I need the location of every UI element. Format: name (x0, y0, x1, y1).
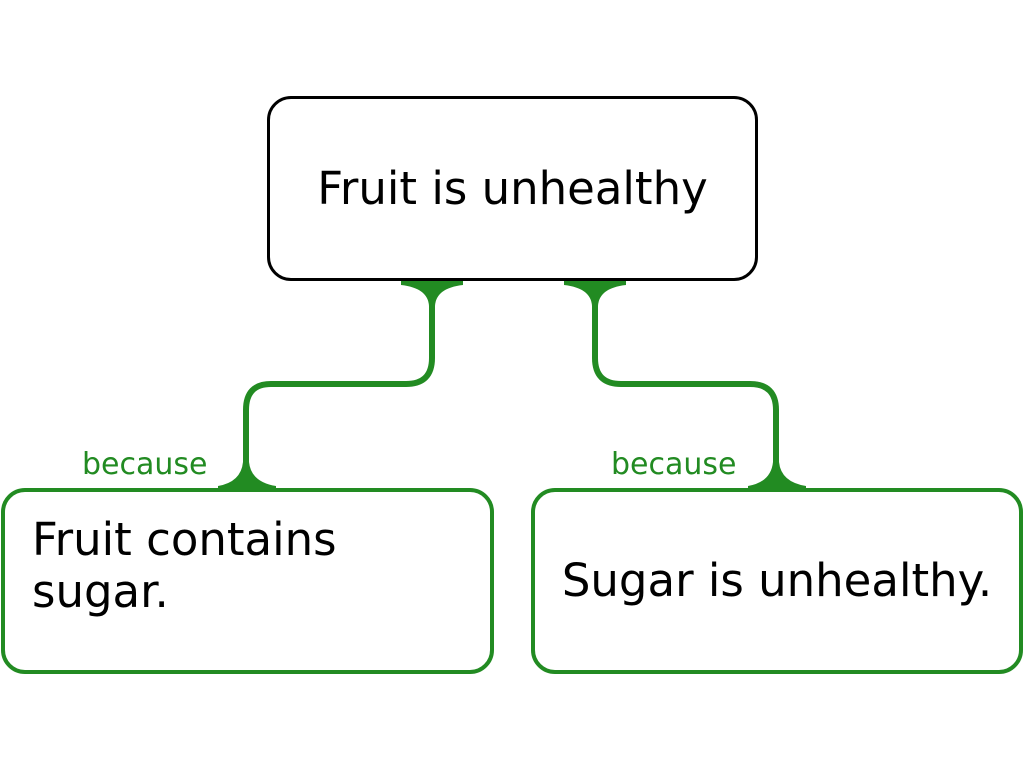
because-label-right: because (611, 447, 737, 482)
connector-flare-right-bottom (748, 462, 806, 491)
premise-box-left[interactable]: Fruit contains sugar. (1, 488, 494, 674)
premise-box-right[interactable]: Sugar is unhealthy. (531, 488, 1023, 674)
premise-text-right: Sugar is unhealthy. (561, 554, 993, 607)
claim-box[interactable]: Fruit is unhealthy (267, 96, 758, 281)
connector-line-right (592, 282, 779, 488)
claim-text: Fruit is unhealthy (317, 161, 708, 215)
connector-flare-right-top (564, 280, 626, 306)
connector-line-left (243, 282, 435, 488)
connector-flare-left-top (401, 280, 463, 306)
premise-text-left: Fruit contains sugar. (32, 513, 337, 618)
connector-flare-left-bottom (218, 462, 276, 491)
because-label-left: because (82, 447, 208, 482)
